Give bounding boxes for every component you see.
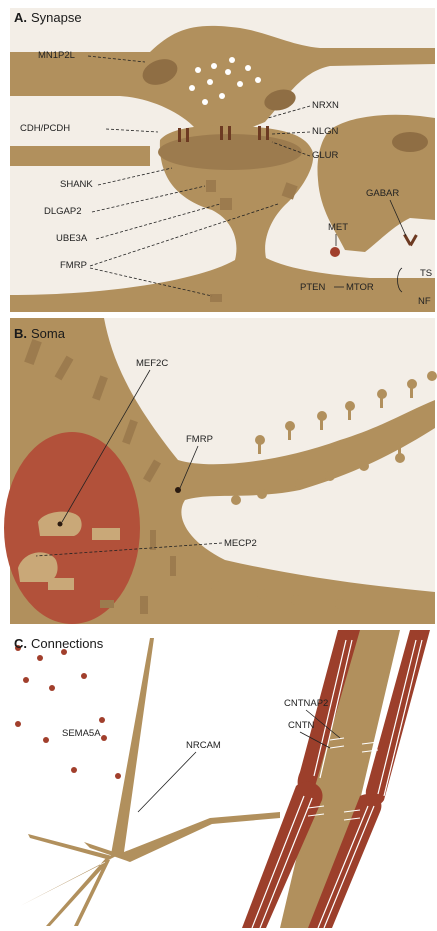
label-glur: GLUR (312, 150, 339, 161)
label-nlgn: NLGN (312, 126, 339, 137)
label-cdh: CDH/PCDH (20, 123, 70, 134)
label-gabar: GABAR (366, 188, 399, 199)
label-mnp2l: MN1P2L (38, 50, 75, 61)
chromatin-block (92, 528, 120, 540)
label-pten: PTEN (300, 282, 325, 293)
label-nrxn: NRXN (312, 100, 339, 111)
panel-a-title: A.Synapse (14, 10, 82, 25)
label-mef2c: MEF2C (136, 358, 168, 369)
panel-soma: B.Soma MEF2C FMRP MECP2 (4, 318, 437, 624)
mef2c-dot (58, 522, 63, 527)
chromatin-block (48, 578, 74, 590)
label-fmrp-a: FMRP (60, 260, 87, 271)
label-cntn: CNTN (288, 720, 315, 731)
label-fmrp-b: FMRP (186, 434, 213, 445)
mitochondrion (392, 132, 428, 152)
met-receptor (330, 247, 340, 257)
label-dlgap2: DLGAP2 (44, 206, 82, 217)
label-nrcam: NRCAM (186, 740, 221, 751)
label-sema5a: SEMA5A (62, 728, 101, 739)
panel-b-title: B.Soma (14, 326, 66, 341)
lower-axon (10, 146, 150, 166)
label-cntnap2: CNTNAP2 (284, 698, 328, 709)
panel-connections: C.Connections CNTNAP2 CNTN SEMA5A NRCAM (10, 628, 435, 928)
label-mecp2: MECP2 (224, 538, 257, 549)
label-met: MET (328, 222, 348, 233)
label-nf: NF (418, 296, 431, 307)
label-ube3a: UBE3A (56, 233, 88, 244)
label-shank: SHANK (60, 179, 93, 190)
panel-synapse: A.Synapse MN1P2L CDH/PCDH SHANK DLGAP2 U… (10, 8, 435, 312)
label-ts: TS (420, 268, 432, 279)
label-mtor: MTOR (346, 282, 374, 293)
